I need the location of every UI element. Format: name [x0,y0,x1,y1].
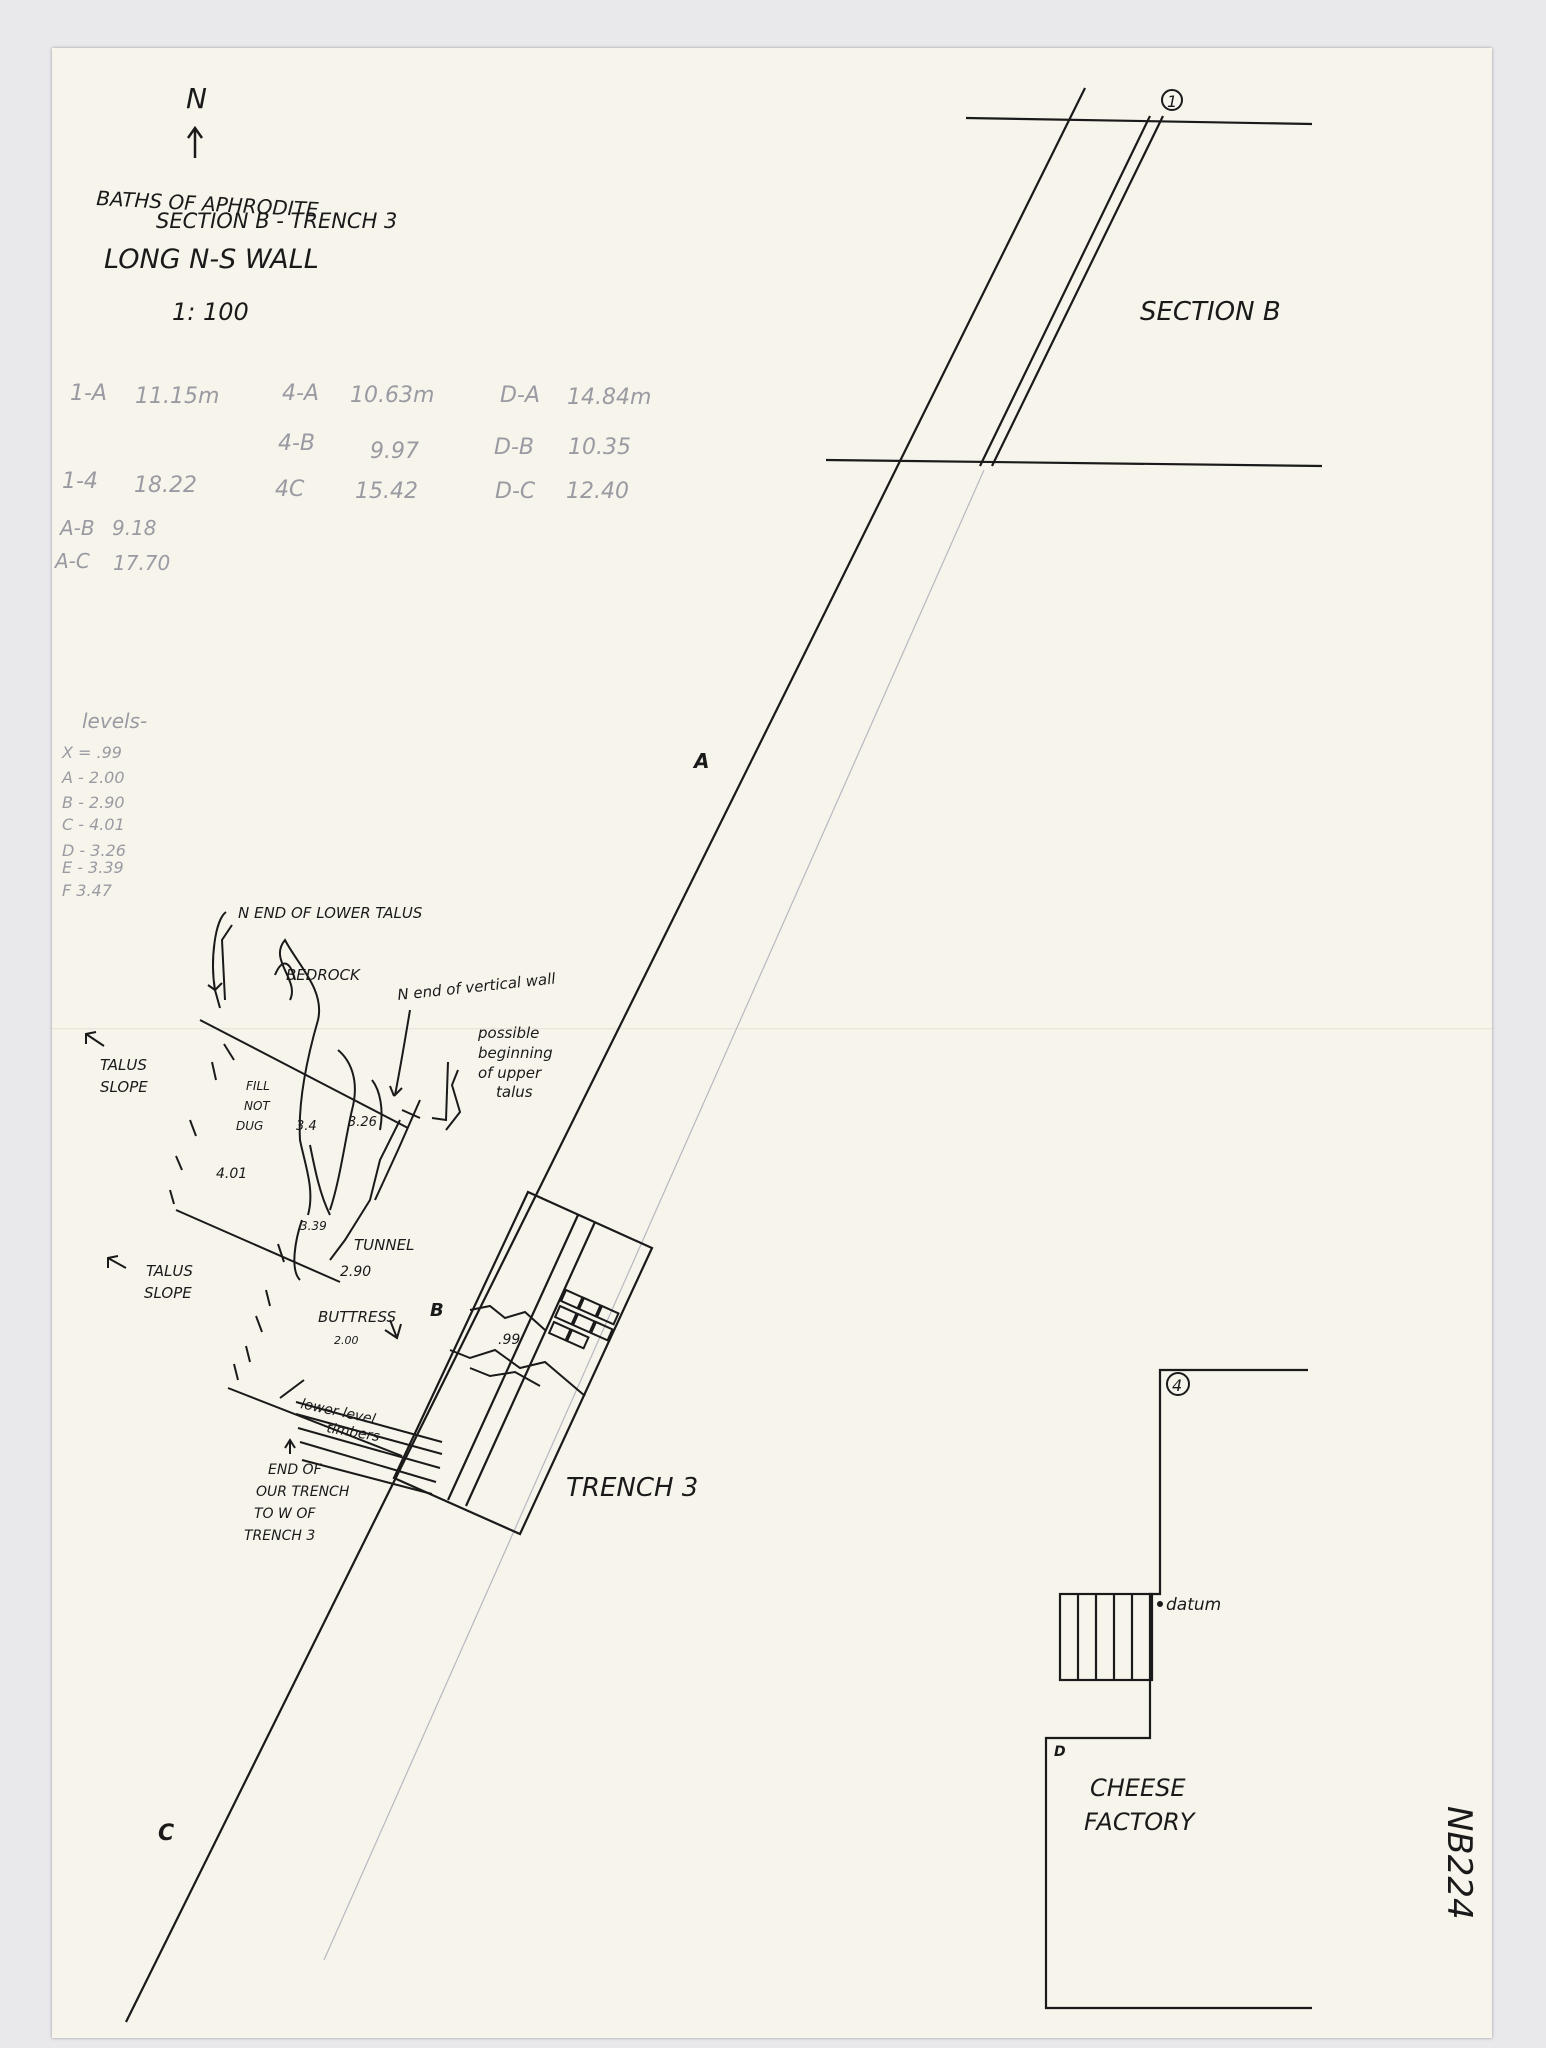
north-arrow [186,125,204,158]
fill-line-3: DUG [236,1119,263,1133]
possible-line-3: of upper [478,1064,542,1082]
levels-title: levels- [82,709,147,733]
measurement-value: 9.18 [112,516,157,540]
measurement-value: 11.15m [135,384,219,409]
trench-3-label: TRENCH 3 [566,1473,698,1503]
section-b-lines [125,87,1323,2023]
level-x-label: .99 [498,1332,520,1348]
talus-slope-2a: TALUS [146,1262,193,1280]
measurement-label: 4C [275,477,305,502]
possible-line-4: talus [496,1083,533,1101]
measurement-label: 4-A [282,381,319,406]
section-b-label: SECTION B [1140,297,1281,327]
point-1-label: 1 [1167,92,1177,111]
level-item: B - 2.90 [62,793,125,812]
end-line-2: OUR TRENCH [256,1484,350,1500]
fill-line-2: NOT [244,1099,271,1113]
measurement-value: 15.42 [355,479,418,504]
measurement-label: D-C [495,479,536,504]
level-e-label: 3.4 [296,1119,317,1134]
level-item: C - 4.01 [62,815,125,834]
talus-slope-1b: SLOPE [100,1078,148,1096]
point-4-marker [1166,1372,1190,1396]
level-c-label: 4.01 [216,1166,247,1182]
n-end-vertical-wall: N end of vertical wall [397,969,558,1004]
level-item: D - 3.26 [62,841,126,860]
fill-line-1: FILL [246,1079,270,1093]
measurement-label: 4-B [278,431,315,456]
level-d-label: 3.26 [348,1115,377,1130]
paper-sheet [52,48,1492,2038]
bedrock-label: BEDROCK [286,966,361,984]
level-a-label: 2.00 [334,1334,359,1347]
measurement-value: 10.35 [568,435,631,460]
point-1-marker [1161,89,1183,111]
possible-line-2: beginning [478,1044,553,1062]
talus-slope-1a: TALUS [100,1056,147,1074]
measurement-value: 14.84m [567,385,651,410]
measurement-label: A-C [53,549,90,573]
sketch-annotations: N END OF LOWER TALUS BEDROCK N end of ve… [100,904,557,1544]
level-tunnel-label: 3.39 [300,1219,327,1233]
level-b-label: 2.90 [340,1264,371,1280]
sketch-hatching [85,911,462,1495]
measurement-value: 10.63m [350,383,434,408]
point-c-label: C [158,1821,174,1846]
talus-slope-2b: SLOPE [144,1284,192,1302]
point-d-label: D [1054,1744,1066,1760]
measurement-label: A-B [58,516,95,540]
level-item: A - 2.00 [61,768,125,787]
measurement-value: 9.97 [370,439,419,464]
datum-marker [1157,1601,1163,1607]
n-end-lower-talus: N END OF LOWER TALUS [238,904,423,922]
measurement-label: 1-4 [62,469,98,494]
sheet-number: NB224 [1439,1806,1479,1920]
point-b-label: B [430,1300,444,1321]
trench-3-outline [392,1190,654,1536]
title-line-3: LONG N-S WALL [104,244,319,275]
measurement-value: 12.40 [566,479,629,504]
measurements-table: 1-A 11.15m 4-A 10.63m D-A 14.84m 4-B 9.9… [53,381,651,575]
cheese-factory-line-1: CHEESE [1090,1774,1186,1802]
point-4-label: 4 [1172,1376,1182,1395]
scale-label: 1: 100 [172,298,249,326]
measurement-label: D-A [500,383,540,408]
measurement-value: 17.70 [113,551,170,575]
measurement-label: 1-A [70,381,107,406]
pencil-guide-line [323,469,985,1961]
level-item: E - 3.39 [62,858,124,877]
datum-label: datum [1166,1595,1221,1615]
end-line-3: TO W OF [254,1506,316,1522]
north-label: N [186,82,207,115]
possible-line-1: possible [477,1024,539,1042]
cheese-factory-line-2: FACTORY [1084,1808,1197,1836]
end-line-1: END OF [268,1462,323,1478]
level-item: F 3.47 [62,881,113,900]
measurement-value: 18.22 [134,473,197,498]
level-item: X = .99 [61,743,122,762]
measurement-label: D-B [494,435,534,460]
title-line-2: SECTION B - TRENCH 3 [156,209,397,233]
tunnel-label: TUNNEL [354,1236,414,1254]
point-a-label: A [692,749,709,773]
trench-3-masonry [449,1288,620,1397]
end-line-4: TRENCH 3 [244,1528,315,1544]
levels-list: levels- X = .99 A - 2.00 B - 2.90 C - 4.… [61,709,147,900]
cheese-factory-outline [1044,1368,1312,2010]
buttress-label: BUTTRESS [318,1308,396,1326]
